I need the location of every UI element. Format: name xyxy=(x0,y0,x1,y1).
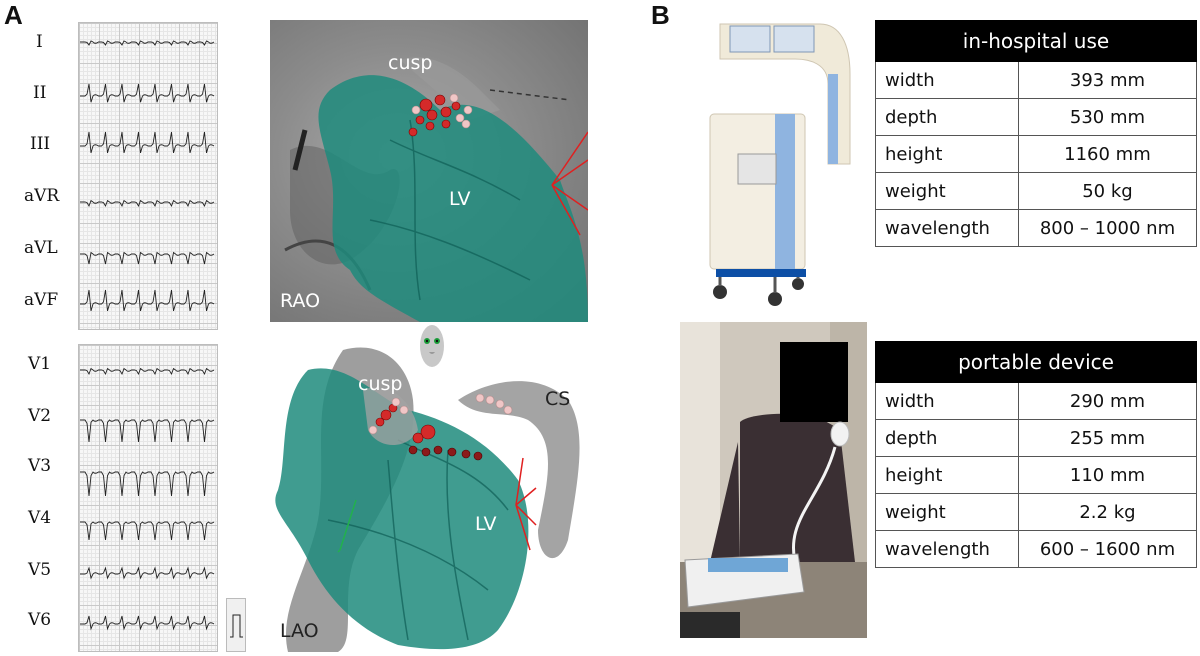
spec-label: width xyxy=(875,61,1019,99)
ecg-limb-leads-strip xyxy=(78,22,218,330)
lead-label-III: III xyxy=(30,134,51,154)
ecg-trace xyxy=(80,419,215,443)
spec-label: height xyxy=(875,135,1019,173)
spec-value: 50 kg xyxy=(1017,172,1198,210)
lead-label-V6: V6 xyxy=(28,610,52,630)
spec-label: height xyxy=(875,456,1019,494)
ecg-traces xyxy=(80,40,215,631)
spec-value: 1160 mm xyxy=(1017,135,1198,173)
spec-value: 290 mm xyxy=(1017,382,1198,420)
in-hospital-device-image xyxy=(709,23,851,306)
lao-cusp-label: cusp xyxy=(358,373,403,395)
ecg-trace xyxy=(80,83,215,103)
head-orientation-icon xyxy=(420,325,444,367)
spec-label: wavelength xyxy=(875,530,1019,568)
calibration-box xyxy=(226,598,246,652)
panel-a-letter: A xyxy=(4,0,23,30)
lead-label-V3: V3 xyxy=(28,456,52,476)
spec-label: wavelength xyxy=(875,209,1019,247)
spec-label: depth xyxy=(875,98,1019,136)
in-hospital-title: in-hospital use xyxy=(875,20,1197,62)
lao-lv-label: LV xyxy=(475,513,497,535)
lead-label-aVL: aVL xyxy=(24,238,58,258)
ecg-trace xyxy=(80,367,215,376)
lao-cs-label: CS xyxy=(545,388,571,410)
spec-value: 800 – 1000 nm xyxy=(1017,209,1198,247)
spec-label: weight xyxy=(875,172,1019,210)
spec-value: 530 mm xyxy=(1017,98,1198,136)
rao-view-label: RAO xyxy=(280,290,321,312)
rao-cusp-label: cusp xyxy=(388,52,433,74)
rao-map-view xyxy=(270,20,588,322)
lao-map-image xyxy=(275,347,580,652)
spec-label: weight xyxy=(875,493,1019,531)
ecg-precordial-leads-strip xyxy=(78,344,218,652)
rao-lv-label: LV xyxy=(449,188,471,210)
lead-label-I: I xyxy=(36,32,43,52)
ecg-trace xyxy=(80,131,215,154)
portable-device-photo xyxy=(680,322,867,638)
ecg-trace xyxy=(80,566,215,580)
lead-label-V2: V2 xyxy=(28,406,52,426)
lead-label-II: II xyxy=(33,83,47,103)
spec-label: depth xyxy=(875,419,1019,457)
ecg-trace xyxy=(80,251,215,265)
lead-label-aVF: aVF xyxy=(24,290,59,310)
ecg-trace xyxy=(80,521,215,541)
spec-value: 110 mm xyxy=(1017,456,1198,494)
lead-label-aVR: aVR xyxy=(24,186,60,206)
panel-b-letter: B xyxy=(651,0,670,30)
spec-label: width xyxy=(875,382,1019,420)
spec-value: 393 mm xyxy=(1017,61,1198,99)
lead-label-V1: V1 xyxy=(28,354,52,374)
portable-device-photo-image xyxy=(680,322,867,638)
ecg-trace xyxy=(80,289,215,312)
lead-label-V4: V4 xyxy=(28,508,52,528)
lead-label-V5: V5 xyxy=(28,560,52,580)
ecg-trace xyxy=(80,40,215,46)
calibration-pulse xyxy=(230,614,243,638)
lao-view-label: LAO xyxy=(280,620,319,642)
rao-map-image xyxy=(284,57,588,322)
ecg-trace xyxy=(80,615,215,631)
portable-title: portable device xyxy=(875,341,1197,383)
spec-value: 600 – 1600 nm xyxy=(1017,530,1198,568)
spec-value: 2.2 kg xyxy=(1017,493,1198,531)
ecg-trace xyxy=(80,199,215,208)
ecg-trace xyxy=(80,471,215,497)
spec-value: 255 mm xyxy=(1017,419,1198,457)
